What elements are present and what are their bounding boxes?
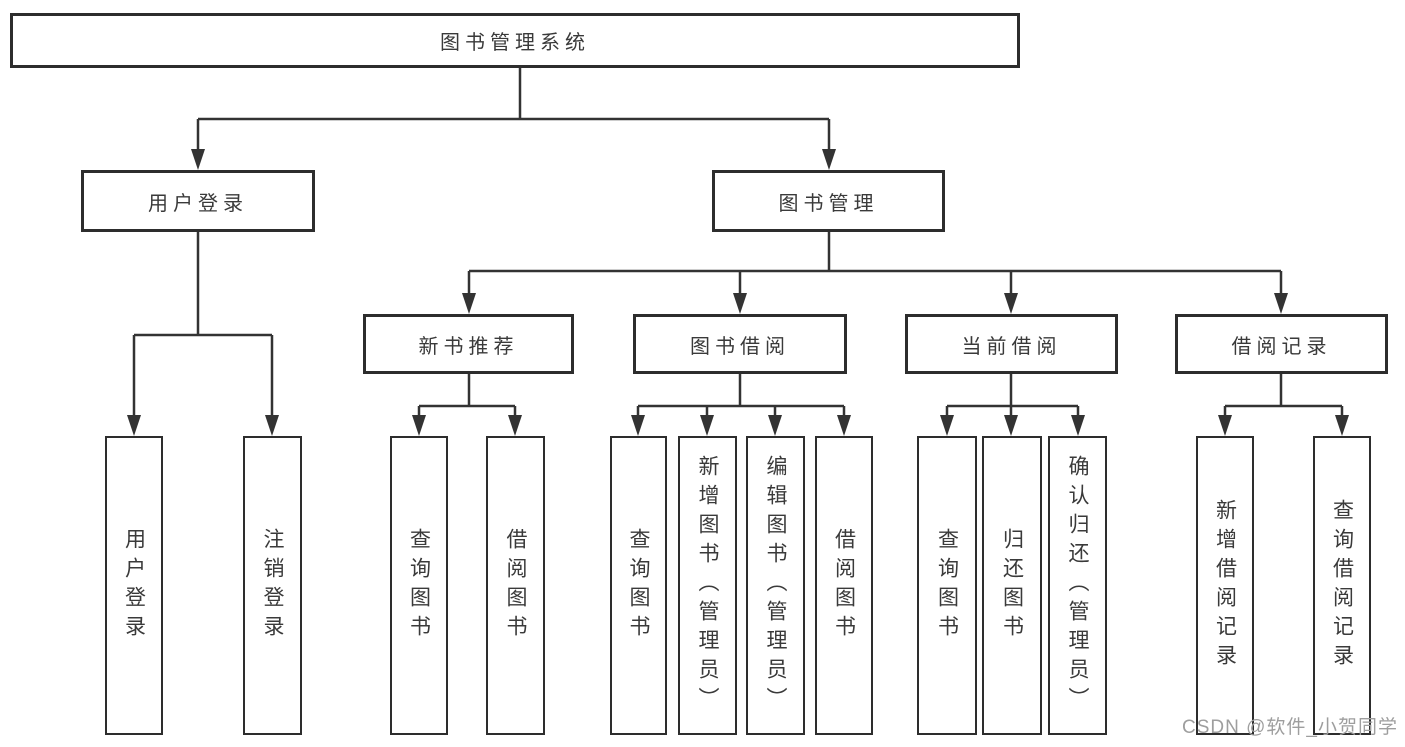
node-label: 查询图书 <box>407 527 431 644</box>
node-book-borrow: 图书借阅 <box>633 314 847 374</box>
leaf-query-books-borrow: 查询图书 <box>610 436 667 735</box>
node-new-book-recommend: 新书推荐 <box>363 314 574 374</box>
node-label: 归还图书 <box>1000 527 1024 644</box>
node-label: 借阅图书 <box>504 527 527 644</box>
csdn-watermark: CSDN @软件_小贺同学 <box>1182 717 1398 738</box>
arrowheads <box>127 149 1349 436</box>
leaf-query-borrow-record: 查询借阅记录 <box>1313 436 1371 735</box>
node-label: 图书借阅 <box>690 335 790 358</box>
node-label: 图书管理系统 <box>440 32 590 54</box>
leaf-add-book-admin: 新增图书（管理员） <box>678 436 737 735</box>
connector-paths <box>132 68 1344 418</box>
node-label: 借阅图书 <box>832 527 856 644</box>
node-label: 图书管理 <box>778 192 879 215</box>
leaf-confirm-return-admin: 确认归还（管理员） <box>1048 436 1107 735</box>
leaf-borrow-books-recommend: 借阅图书 <box>486 436 545 735</box>
node-borrow-records: 借阅记录 <box>1175 314 1388 374</box>
node-label: 查询图书 <box>935 527 959 644</box>
leaf-edit-book-admin: 编辑图书（管理员） <box>746 436 805 735</box>
node-current-borrow: 当前借阅 <box>905 314 1118 374</box>
leaf-user-login: 用户登录 <box>105 436 163 735</box>
node-label: 查询借阅记录 <box>1330 498 1354 673</box>
leaf-query-books-current: 查询图书 <box>917 436 977 735</box>
node-label: 新增借阅记录 <box>1213 498 1237 673</box>
node-label: 当前借阅 <box>961 335 1062 358</box>
leaf-return-book: 归还图书 <box>982 436 1042 735</box>
node-label: 注销登录 <box>261 527 284 644</box>
node-label: 新书推荐 <box>418 335 519 358</box>
node-book-management-branch: 图书管理 <box>712 170 945 232</box>
leaf-borrow-books: 借阅图书 <box>815 436 873 735</box>
node-user-login-branch: 用户登录 <box>81 170 315 232</box>
node-label: 确认归还（管理员） <box>1066 455 1089 716</box>
node-label: 新增图书（管理员） <box>696 455 719 716</box>
node-label: 用户登录 <box>122 527 146 644</box>
node-label: 编辑图书（管理员） <box>764 455 787 716</box>
leaf-add-borrow-record: 新增借阅记录 <box>1196 436 1254 735</box>
leaf-logout: 注销登录 <box>243 436 302 735</box>
node-root-library-management-system: 图书管理系统 <box>10 13 1020 68</box>
node-label: 用户登录 <box>148 192 248 215</box>
leaf-query-books-recommend: 查询图书 <box>390 436 448 735</box>
node-label: 借阅记录 <box>1231 335 1332 358</box>
node-label: 查询图书 <box>627 527 650 644</box>
